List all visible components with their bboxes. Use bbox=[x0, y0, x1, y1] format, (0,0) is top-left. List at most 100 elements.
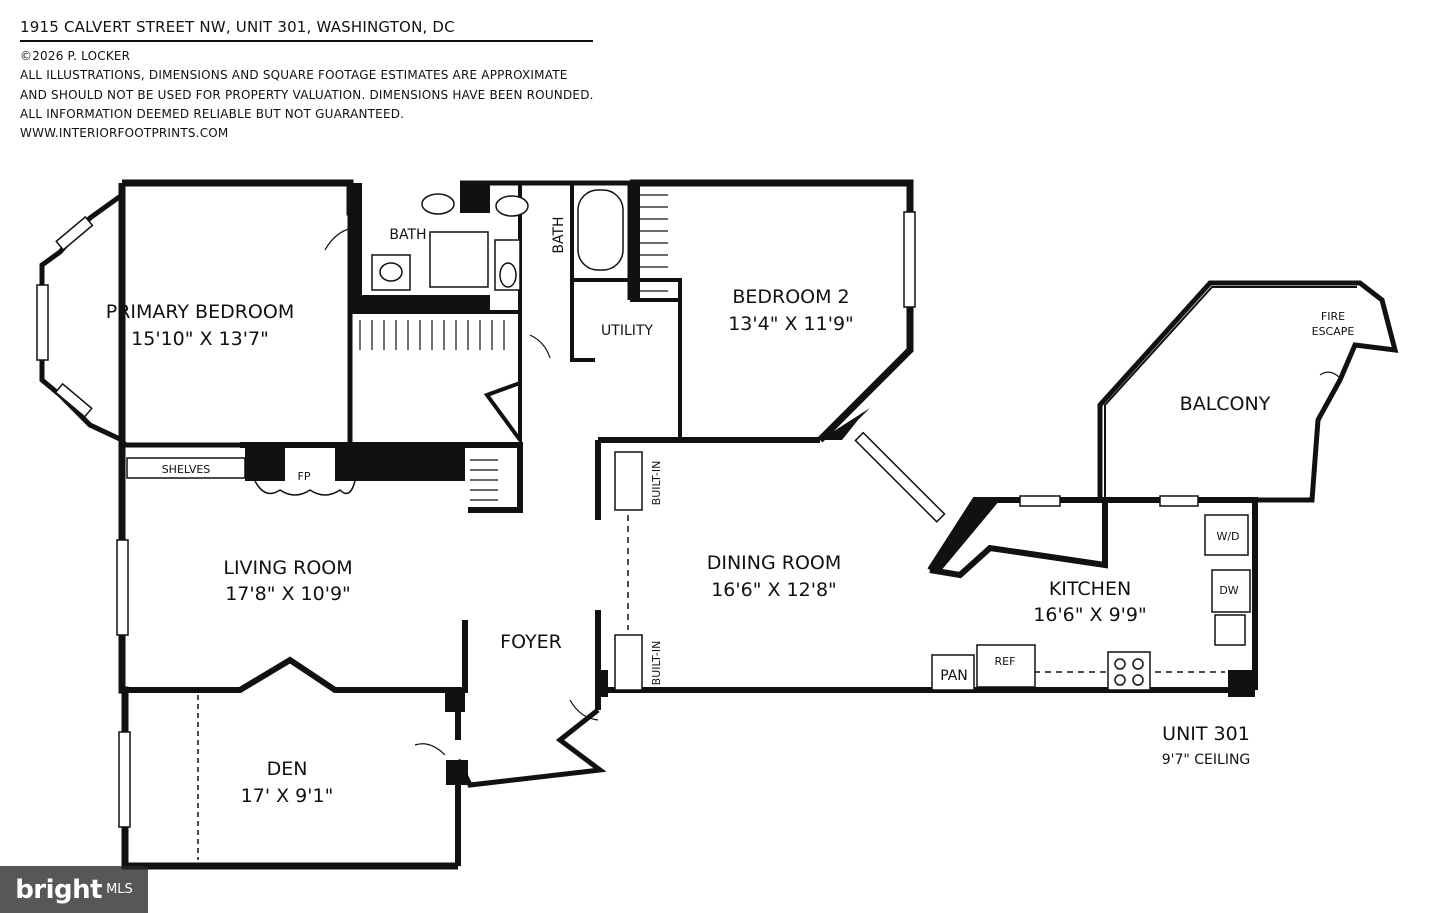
kitchen-label: KITCHEN bbox=[1049, 578, 1131, 600]
den-dims: 17' X 9'1" bbox=[241, 785, 334, 807]
washer-dryer bbox=[1204, 514, 1249, 556]
primary-bedroom-label: PRIMARY BEDROOM bbox=[106, 301, 294, 323]
washer-dryer-label: W/D bbox=[1216, 530, 1239, 543]
shower bbox=[429, 231, 489, 288]
hall-wall bbox=[483, 360, 522, 447]
window-primary-north bbox=[55, 215, 94, 251]
title-underline bbox=[20, 40, 593, 42]
wall-block-bath-1 bbox=[350, 183, 362, 213]
stair-hatch bbox=[470, 459, 498, 501]
dining-room-label: DINING ROOM bbox=[707, 552, 842, 574]
shelves-label: SHELVES bbox=[162, 463, 211, 476]
door-swing-1 bbox=[324, 227, 353, 251]
wall-block-den bbox=[446, 760, 468, 785]
den-label: DEN bbox=[267, 758, 308, 780]
closet-wall bbox=[350, 310, 522, 360]
bath-sink-1 bbox=[379, 262, 403, 282]
pantry-box bbox=[931, 654, 975, 691]
bath-sink-2 bbox=[499, 262, 517, 288]
primary-bedroom-south-wall bbox=[119, 438, 240, 448]
window-primary-west bbox=[36, 284, 49, 361]
dishwasher-box bbox=[1211, 569, 1251, 613]
bath-2-label: BATH bbox=[551, 216, 567, 253]
bedroom-2-label: BEDROOM 2 bbox=[732, 286, 849, 308]
living-room-label: LIVING ROOM bbox=[223, 557, 352, 579]
wall-block-foyer bbox=[445, 690, 465, 712]
range-burner-2 bbox=[1132, 658, 1144, 670]
fireplace-label: FP bbox=[298, 470, 311, 483]
window-living bbox=[116, 539, 129, 636]
living-south-wall bbox=[125, 620, 468, 693]
range-burner-4 bbox=[1132, 674, 1144, 686]
disclaimer-line-3: ALL INFORMATION DEEMED RELIABLE BUT NOT … bbox=[20, 107, 405, 121]
copyright-line: ©2026 P. LOCKER bbox=[20, 49, 131, 63]
dishwasher-label: DW bbox=[1219, 584, 1238, 597]
pantry-label: PAN bbox=[940, 668, 968, 684]
utility-wall bbox=[570, 183, 595, 362]
built-in-1 bbox=[614, 451, 643, 511]
fireplace-hearth bbox=[254, 480, 356, 496]
built-in-2 bbox=[614, 634, 643, 691]
disclaimer-line-2: AND SHOULD NOT BE USED FOR PROPERTY VALU… bbox=[20, 88, 594, 102]
wall-block-closet-2 bbox=[630, 183, 640, 298]
range-burner-3 bbox=[1114, 674, 1126, 686]
window-kitchen-1 bbox=[1019, 495, 1061, 507]
website-line: WWW.INTERIORFOOTPRINTS.COM bbox=[20, 126, 229, 140]
built-in-2-label: BUILT-IN bbox=[650, 641, 663, 686]
utility-east-wall bbox=[572, 278, 682, 440]
exterior-wall-north bbox=[122, 179, 360, 216]
unit-label: UNIT 301 bbox=[1162, 723, 1250, 745]
kitchen-dims: 16'6" X 9'9" bbox=[1033, 604, 1146, 626]
fire-escape-label-2: ESCAPE bbox=[1312, 325, 1355, 338]
primary-bedroom-dims: 15'10" X 13'7" bbox=[131, 328, 269, 350]
closet-rods-1 bbox=[359, 320, 505, 350]
balcony-label: BALCONY bbox=[1180, 393, 1271, 415]
refrigerator-box bbox=[976, 644, 1036, 688]
door-swing-5 bbox=[1319, 371, 1341, 379]
refrigerator-label: REF bbox=[995, 655, 1016, 668]
window-kitchen-2 bbox=[1159, 495, 1199, 507]
bath-1-label: BATH bbox=[389, 227, 426, 243]
wall-block-fireplace-west bbox=[245, 443, 285, 481]
door-swing-4 bbox=[414, 743, 446, 756]
watermark-brand: bright bbox=[15, 874, 103, 905]
foyer-east-wall bbox=[455, 708, 607, 788]
wall-block-fireplace-east bbox=[335, 443, 465, 481]
disclaimer-line-1: ALL ILLUSTRATIONS, DIMENSIONS AND SQUARE… bbox=[20, 68, 568, 82]
window-primary-south bbox=[54, 382, 93, 418]
balcony-outline bbox=[1097, 280, 1399, 503]
window-den bbox=[118, 731, 131, 828]
door-swing-3 bbox=[569, 699, 599, 721]
sink-box bbox=[1214, 614, 1246, 646]
toilet-1 bbox=[421, 193, 455, 215]
range-burner-1 bbox=[1114, 658, 1126, 670]
wall-block-kitchen bbox=[930, 500, 1000, 572]
utility-label: UTILITY bbox=[601, 323, 653, 339]
fire-escape-label-1: FIRE bbox=[1321, 310, 1345, 323]
window-dining bbox=[854, 431, 946, 523]
wall-block-bath-2 bbox=[460, 183, 490, 213]
north-wall-bed2 bbox=[630, 179, 914, 443]
built-in-1-label: BUILT-IN bbox=[650, 461, 663, 506]
foyer-label: FOYER bbox=[500, 631, 562, 653]
closet-rods-2 bbox=[640, 194, 668, 292]
ceiling-height-label: 9'7" CEILING bbox=[1162, 752, 1251, 768]
wall-block-dining-sw bbox=[598, 670, 608, 697]
wall-block-bath-side bbox=[350, 212, 362, 312]
toilet-2 bbox=[495, 195, 529, 217]
balcony-inner-line bbox=[1104, 286, 1357, 500]
door-swing-2 bbox=[529, 334, 551, 359]
mls-watermark: bright MLS bbox=[0, 866, 148, 913]
bedroom-2-dims: 13'4" X 11'9" bbox=[728, 313, 854, 335]
bathtub bbox=[577, 189, 624, 271]
dining-room-dims: 16'6" X 12'8" bbox=[711, 579, 837, 601]
wall-block-bed2-corner bbox=[820, 408, 870, 440]
window-bedroom2 bbox=[903, 211, 916, 308]
wall-block-kitchen-se bbox=[1228, 670, 1255, 697]
wall-block-closet bbox=[350, 295, 490, 312]
watermark-suffix: MLS bbox=[106, 882, 133, 897]
range-box bbox=[1107, 651, 1151, 691]
living-room-dims: 17'8" X 10'9" bbox=[225, 583, 351, 605]
property-address: 1915 CALVERT STREET NW, UNIT 301, WASHIN… bbox=[20, 18, 455, 36]
